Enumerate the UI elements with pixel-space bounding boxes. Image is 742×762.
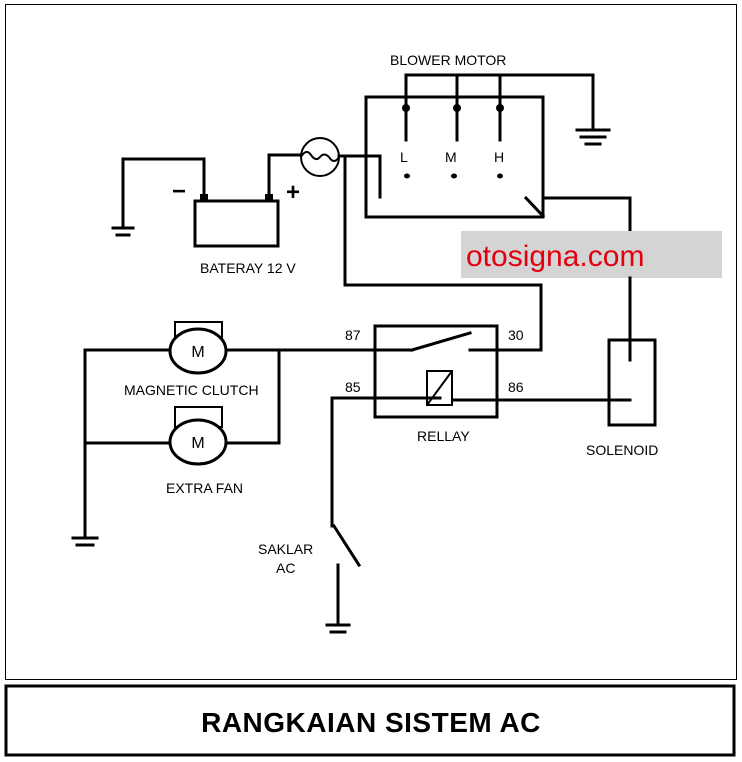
magnetic-clutch-motor-icon: M xyxy=(168,321,228,375)
ground-icon xyxy=(325,623,351,634)
battery-negative-sign: − xyxy=(172,178,186,205)
relay xyxy=(277,324,632,419)
extra-fan-motor-symbol: M xyxy=(191,435,204,452)
watermark: otosigna.com xyxy=(466,240,644,273)
ground-icon xyxy=(111,226,135,237)
relay-pin-30: 30 xyxy=(508,327,524,343)
speed-label-low: L xyxy=(400,149,408,165)
ac-switch-label-line1: SAKLAR xyxy=(258,541,313,557)
battery-body xyxy=(193,199,280,248)
title-frame xyxy=(4,684,736,757)
extra-fan-label: EXTRA FAN xyxy=(166,480,243,496)
relay-box xyxy=(373,324,499,419)
blower-motor xyxy=(364,73,632,234)
relay-coil xyxy=(426,370,453,406)
relay-pin-86: 86 xyxy=(508,379,524,395)
battery-positive-sign: + xyxy=(286,179,300,206)
fuse-icon xyxy=(300,137,340,177)
battery-label: BATERAY 12 V xyxy=(200,260,296,276)
speed-label-high: H xyxy=(494,149,504,165)
blower-motor-label: BLOWER MOTOR xyxy=(390,52,506,68)
relay-pin-87: 87 xyxy=(345,327,361,343)
solenoid-label: SOLENOID xyxy=(586,442,658,458)
magnetic-clutch-label: MAGNETIC CLUTCH xyxy=(124,382,259,398)
extra-fan-motor-icon: M xyxy=(168,406,228,466)
relay-label: RELLAY xyxy=(417,428,470,444)
ground-icon xyxy=(575,128,611,146)
diagram-frame xyxy=(5,4,737,680)
ac-switch-label-line2: AC xyxy=(276,560,295,576)
relay-pin-85: 85 xyxy=(345,379,361,395)
solenoid-box xyxy=(607,338,657,427)
battery xyxy=(121,153,303,248)
speed-label-med: M xyxy=(445,149,457,165)
diagram-title: RANGKAIAN SISTEM AC xyxy=(201,707,541,738)
magnetic-clutch-motor-symbol: M xyxy=(191,344,204,361)
ground-icon xyxy=(71,536,99,547)
watermark-bg xyxy=(461,231,722,278)
